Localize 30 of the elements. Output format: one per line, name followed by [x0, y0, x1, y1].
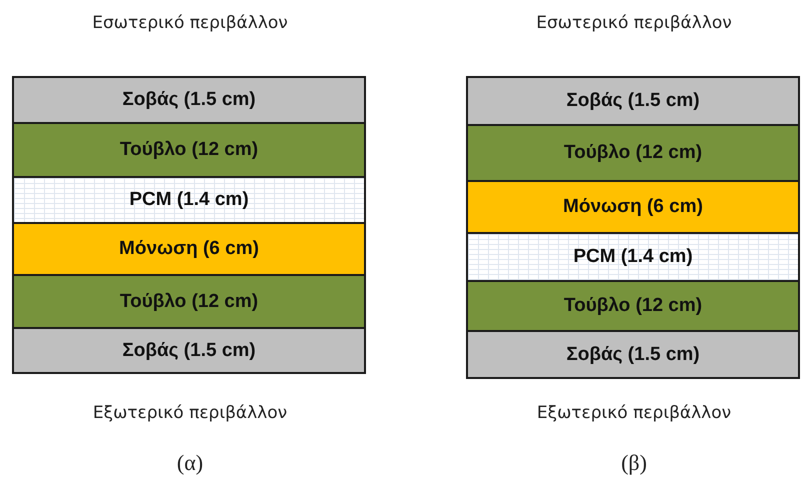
environment-label: Εξωτερικό περιβάλλον [536, 403, 732, 423]
layer-label: Μόνωση (6 cm) [563, 196, 703, 218]
wall-layer [466, 330, 800, 379]
layer-label: Σοβάς (1.5 cm) [122, 340, 256, 362]
wall-layer [466, 76, 800, 126]
environment-label: Εσωτερικό περιβάλλον [536, 13, 732, 33]
panel-caption: (β) [621, 450, 647, 476]
layer-label: Τούβλο (12 cm) [564, 142, 702, 164]
wall-layer [12, 176, 366, 224]
layer-label: Σοβάς (1.5 cm) [566, 90, 700, 112]
layer-label: Τούβλο (12 cm) [120, 139, 258, 161]
panel-caption: (α) [176, 450, 204, 476]
wall-layer [466, 232, 800, 282]
wall-layer [466, 124, 800, 182]
environment-label: Εξωτερικό περιβάλλον [92, 403, 288, 423]
environment-label: Εσωτερικό περιβάλλον [92, 13, 288, 33]
wall-layer [12, 122, 366, 178]
layer-label: Μόνωση (6 cm) [119, 238, 259, 260]
layer-label: Σοβάς (1.5 cm) [566, 344, 700, 366]
layer-label: Τούβλο (12 cm) [564, 295, 702, 317]
wall-layer [12, 327, 366, 374]
layer-label: PCM (1.4 cm) [573, 246, 693, 268]
wall-layer [12, 274, 366, 329]
layer-label: PCM (1.4 cm) [129, 189, 249, 211]
layer-label: Σοβάς (1.5 cm) [122, 89, 256, 111]
wall-layer [12, 76, 366, 124]
layer-label: Τούβλο (12 cm) [120, 290, 258, 312]
wall-layer [12, 222, 366, 276]
wall-layer [466, 180, 800, 234]
wall-layer [466, 280, 800, 332]
